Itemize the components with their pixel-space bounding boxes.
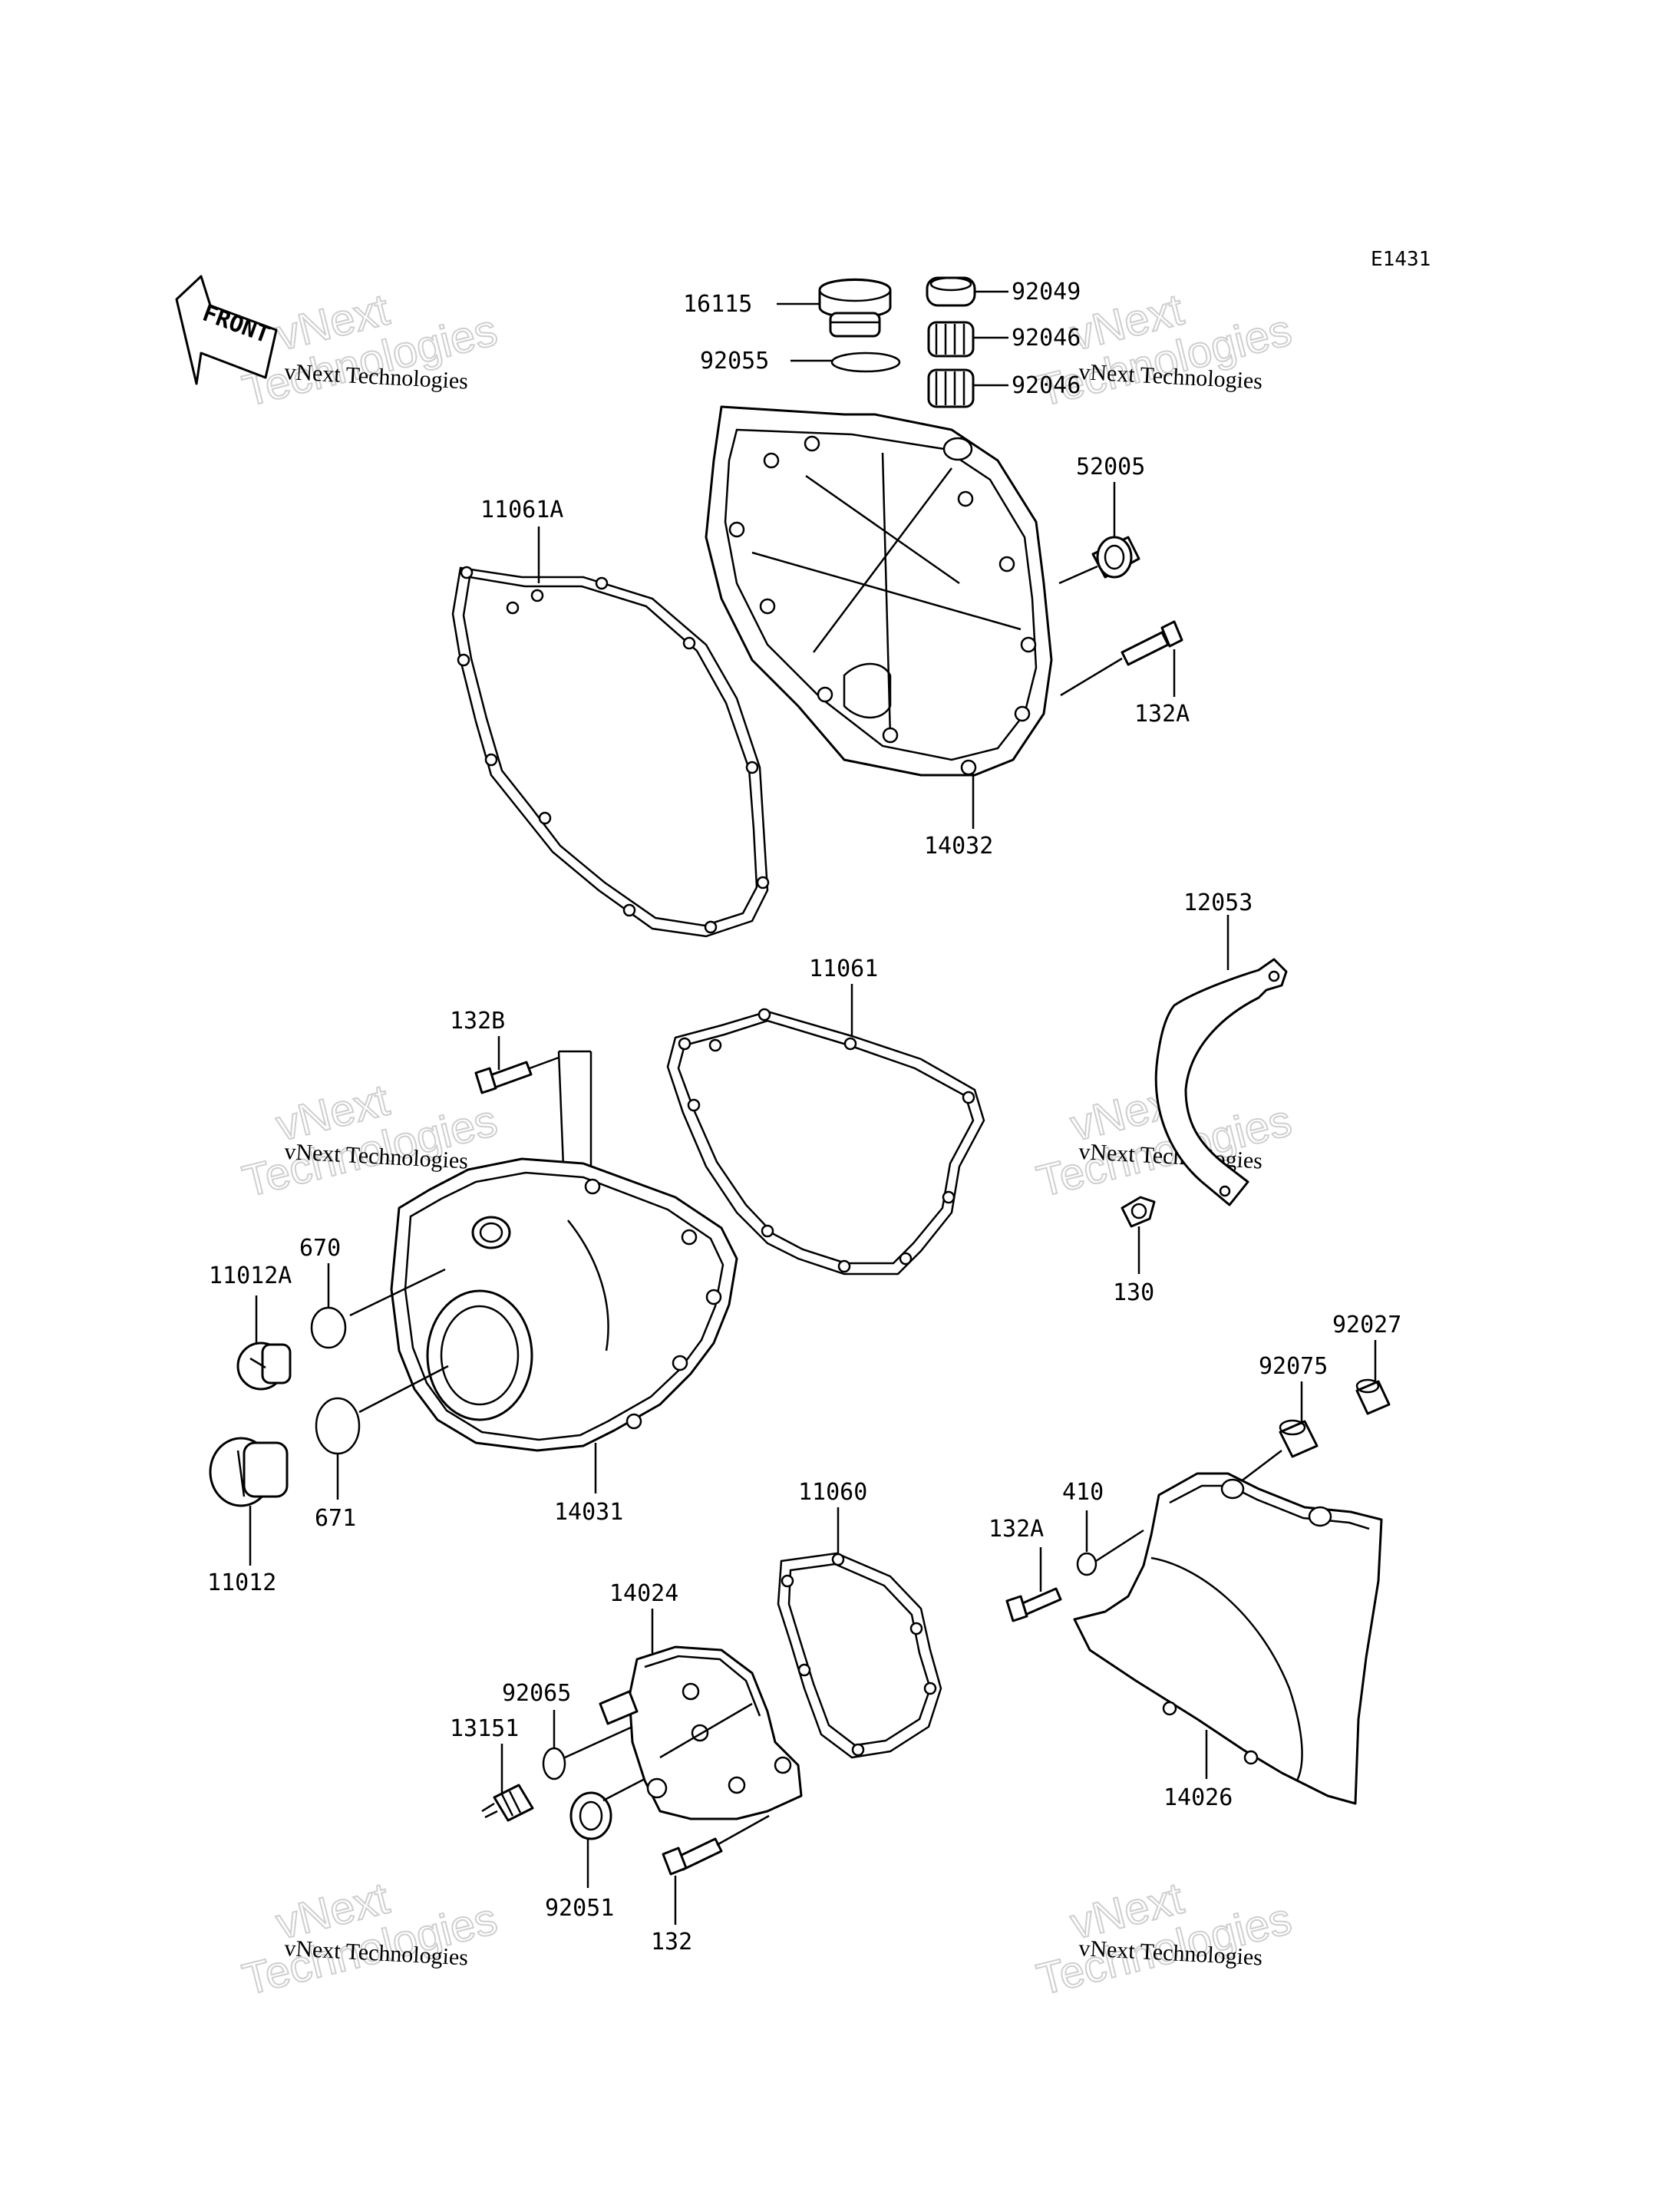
label-14024: 14024 — [609, 1580, 678, 1607]
label-11061: 11061 — [809, 955, 878, 982]
oil-filler-cap — [818, 278, 892, 338]
label-13151: 13151 — [450, 1715, 519, 1742]
watermark-bottom-right: vNext Technologies — [1031, 1873, 1297, 2006]
label-92065: 92065 — [502, 1680, 571, 1707]
bolt-132B — [474, 1056, 559, 1094]
label-132A-mid: 132A — [989, 1516, 1044, 1543]
label-52005: 52005 — [1076, 454, 1145, 480]
o-ring-670 — [310, 1306, 347, 1349]
label-12053: 12053 — [1183, 889, 1253, 916]
washer-410 — [1076, 1552, 1097, 1576]
gasket-11060 — [777, 1552, 942, 1759]
dowel-pin-92027 — [1355, 1378, 1391, 1415]
label-130: 130 — [1113, 1279, 1154, 1306]
bolt-130 — [1121, 1196, 1156, 1228]
label-14031: 14031 — [554, 1499, 623, 1526]
label-92027: 92027 — [1332, 1312, 1401, 1338]
o-ring — [830, 351, 901, 373]
needle-bearing — [927, 321, 975, 358]
label-671: 671 — [315, 1505, 356, 1532]
generator-cover-14031 — [390, 1157, 738, 1452]
needle-bearing — [927, 368, 975, 408]
cap-plug-11012A — [236, 1342, 292, 1391]
watermark-bottom-left: vNext Technologies — [237, 1873, 503, 2006]
label-670: 670 — [299, 1235, 341, 1262]
label-92075: 92075 — [1259, 1353, 1328, 1380]
oil-seal — [926, 276, 976, 307]
diagram-code: E1431 — [1371, 248, 1431, 271]
label-14026: 14026 — [1163, 1784, 1233, 1811]
label-132A-top: 132A — [1134, 701, 1190, 728]
label-92055: 92055 — [700, 348, 769, 375]
cover-14024 — [599, 1645, 803, 1820]
grommet-92075 — [1279, 1419, 1319, 1458]
gasket-11061A — [451, 566, 770, 938]
oil-seal-92051 — [569, 1791, 612, 1840]
label-410: 410 — [1062, 1479, 1104, 1506]
label-11060: 11060 — [798, 1479, 867, 1506]
fitting-13151 — [481, 1784, 534, 1822]
label-11061A: 11061A — [480, 497, 563, 523]
bolt-132A-mid — [1005, 1587, 1062, 1622]
label-16115: 16115 — [683, 291, 752, 318]
label-14032: 14032 — [924, 833, 993, 860]
cap-plug-11012 — [209, 1437, 289, 1507]
label-11012: 11012 — [207, 1569, 276, 1596]
label-92046-b: 92046 — [1012, 372, 1081, 399]
label-92046-a: 92046 — [1012, 325, 1081, 351]
o-ring-671 — [315, 1397, 361, 1455]
sprocket-cover-14026 — [1073, 1472, 1383, 1805]
label-132B: 132B — [450, 1008, 505, 1035]
chain-guide-12053 — [1154, 958, 1288, 1206]
front-arrow-icon: FRONT — [175, 275, 278, 385]
bolt-132 — [662, 1837, 723, 1876]
clutch-cover-14032 — [705, 405, 1053, 777]
label-132: 132 — [651, 1929, 692, 1955]
washer-92065 — [542, 1747, 566, 1781]
label-92049: 92049 — [1012, 279, 1081, 305]
label-11012A: 11012A — [209, 1262, 292, 1289]
label-92051: 92051 — [545, 1895, 614, 1922]
bolt — [1121, 620, 1183, 666]
oil-seal-52005 — [1091, 536, 1140, 579]
